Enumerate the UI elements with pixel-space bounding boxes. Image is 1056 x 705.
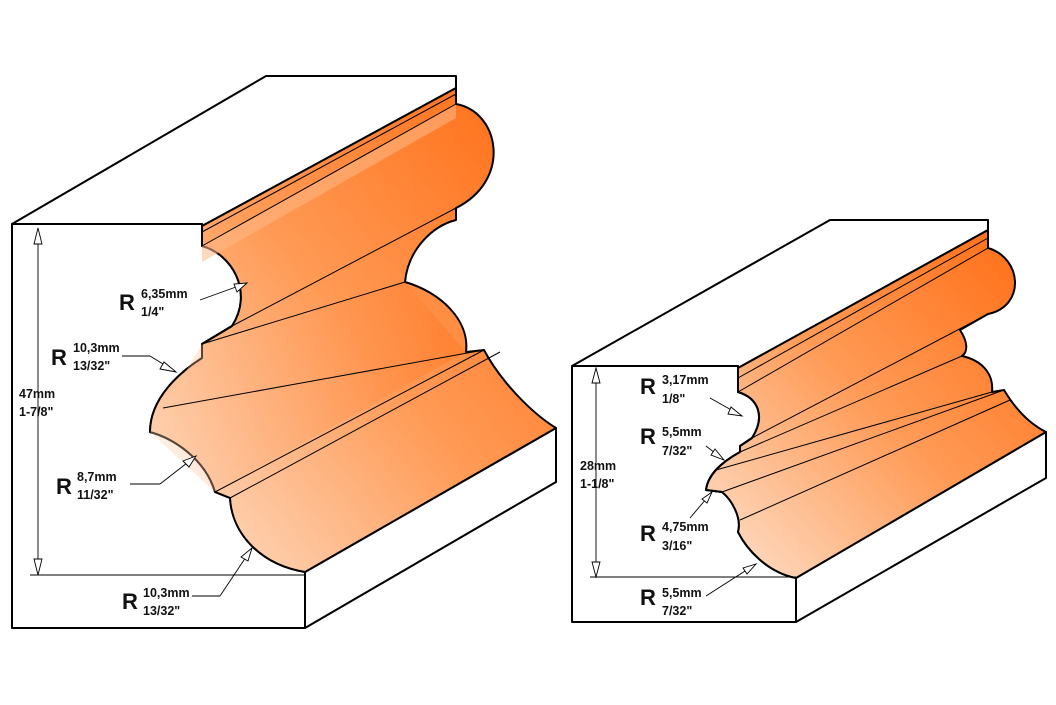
left-height-inch: 1-7/8" xyxy=(19,405,53,419)
right-moulding-surface xyxy=(705,229,1047,579)
radius-label-text: R xyxy=(640,424,656,449)
radius-label-text: 10,3mm xyxy=(73,341,120,355)
right-radius-3: R 4,75mm 3/16" xyxy=(640,520,709,553)
radius-label-text: R xyxy=(56,474,72,499)
radius-label-text: 1/8" xyxy=(662,392,685,406)
right-height-mm: 28mm xyxy=(580,459,616,473)
radius-label-text: 10,3mm xyxy=(143,586,190,600)
left-height-mm: 47mm xyxy=(19,387,55,401)
right-profile-block xyxy=(571,219,1047,623)
radius-label-text: 5,5mm xyxy=(662,586,702,600)
radius-label-text: 11/32" xyxy=(77,488,114,502)
left-radius-1: R 6,35mm 1/4" xyxy=(119,287,188,319)
left-height-label: 47mm 1-7/8" xyxy=(19,387,55,419)
radius-label-text: 3/16" xyxy=(662,539,692,553)
radius-label-text: 7/32" xyxy=(662,604,692,618)
right-radius-2: R 5,5mm 7/32" xyxy=(640,424,702,458)
radius-label-text: 13/32" xyxy=(73,359,110,373)
radius-label-text: R xyxy=(119,290,135,315)
radius-label-text: 13/32" xyxy=(143,604,180,618)
radius-label-text: R xyxy=(640,374,656,399)
radius-label-text: 5,5mm xyxy=(662,425,702,439)
radius-label-text: 7/32" xyxy=(662,444,692,458)
radius-label-text: R xyxy=(122,589,138,614)
radius-label-text: R xyxy=(51,345,67,370)
radius-label-text: 4,75mm xyxy=(662,520,709,534)
right-radius-4: R 5,5mm 7/32" xyxy=(640,585,702,618)
left-radius-4: R 10,3mm 13/32" xyxy=(122,586,190,618)
radius-label-text: R xyxy=(640,521,656,546)
left-radius-3: R 8,7mm 11/32" xyxy=(56,470,117,502)
radius-label-text: 8,7mm xyxy=(77,470,117,484)
right-height-label: 28mm 1-1/8" xyxy=(580,459,616,491)
radius-label-text: R xyxy=(640,585,656,610)
right-radius-1: R 3,17mm 1/8" xyxy=(640,373,709,406)
radius-label-text: 3,17mm xyxy=(662,373,709,387)
right-height-inch: 1-1/8" xyxy=(580,477,614,491)
radius-label-text: 1/4" xyxy=(141,305,164,319)
left-profile-block xyxy=(11,75,557,629)
left-radius-2: R 10,3mm 13/32" xyxy=(51,341,120,373)
radius-label-text: 6,35mm xyxy=(141,287,188,301)
